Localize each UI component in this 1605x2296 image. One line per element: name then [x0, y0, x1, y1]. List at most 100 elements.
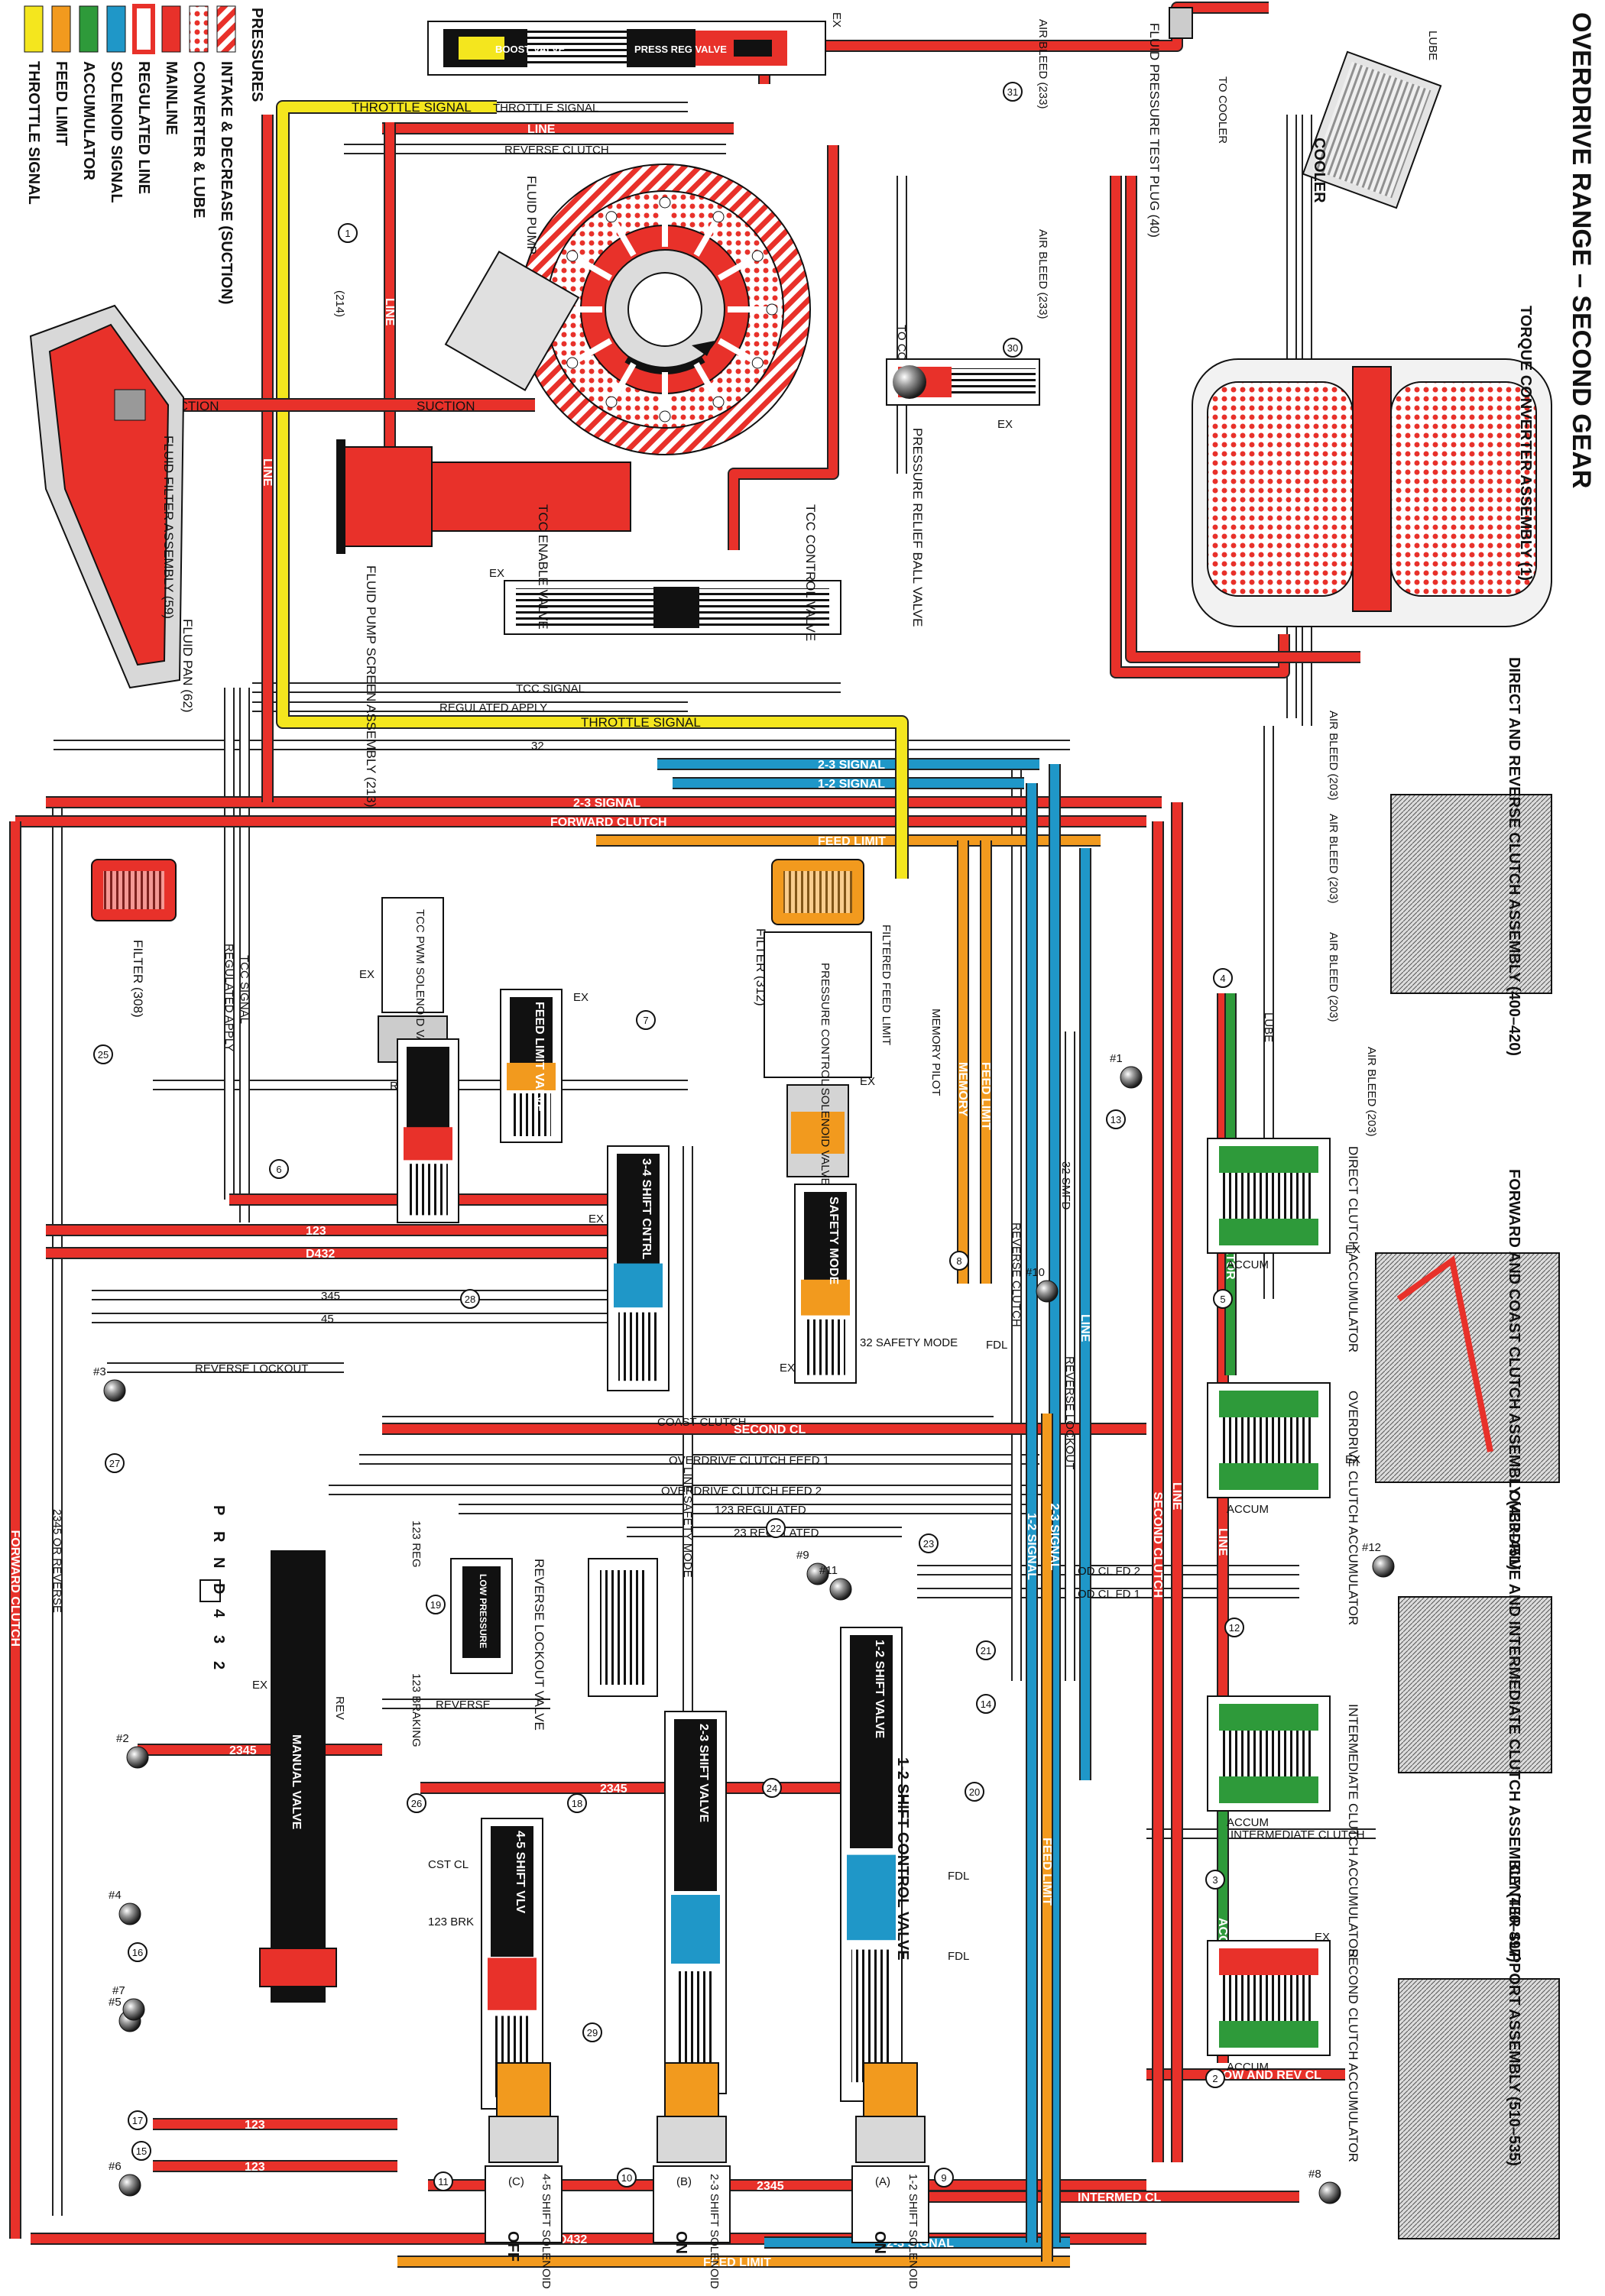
solenoid-body [653, 2165, 731, 2243]
valve-spool [674, 1719, 717, 1891]
line-label: 45 [321, 1313, 334, 1326]
accumulator-label: SECOND CLUTCH ACCUMULATOR [1346, 1948, 1360, 2162]
orifice-label: 16 [132, 1947, 143, 1958]
line-label: 345 [321, 1290, 340, 1303]
legend-label: ACCUMULATOR [80, 61, 97, 180]
orifice [934, 2168, 954, 2188]
safety-mode-valve: SAFETY MODE [794, 1184, 857, 1384]
solenoid-plunger [863, 2062, 918, 2117]
center-support-label: CENTER SUPPORT ASSEMBLY (510–535) [1506, 1864, 1522, 2166]
line-label: 123 [245, 2119, 265, 2132]
valve-spool [407, 1047, 449, 1129]
accumulators: DIRECT CLUTCH ACCUMULATORACCUMOVERDRIVE … [1207, 1138, 1360, 2162]
misc-label: EX [252, 1679, 268, 1692]
checkball-label: #9 [796, 1549, 809, 1562]
accumulator-piston [1219, 1704, 1318, 1731]
checkball [118, 2174, 141, 2197]
misc-label: EX [997, 418, 1013, 431]
accumulator-piston [1219, 1948, 1318, 1975]
valve-land [614, 1263, 663, 1308]
line-label: 123 [245, 2161, 265, 2174]
legend-swatch [106, 5, 126, 53]
orifice [460, 1289, 480, 1309]
line-label: SECOND CLUTCH [1151, 1492, 1164, 1598]
line-label: 32 [531, 740, 544, 753]
orifice-label: 2 [1212, 2073, 1218, 2084]
line-label: REVERSE CLUTCH [1010, 1222, 1023, 1327]
orifice [567, 1793, 587, 1813]
solenoid-head [657, 2116, 727, 2163]
orifice [919, 1533, 939, 1553]
misc-label: REV [333, 1696, 346, 1720]
low-pressure-valve: LOW PRESSURE [450, 1558, 513, 1674]
solenoid-head [488, 2116, 559, 2163]
vane-ring [659, 410, 671, 423]
checkball-label: #5 [109, 1996, 122, 2009]
tcc-valves: TCC ENABLE VALVE TCC CONTROL VALVE [504, 504, 841, 641]
orifice [582, 2022, 602, 2042]
legend-label: REGULATED LINE [135, 61, 152, 194]
line-label: REVERSE [436, 1699, 491, 1711]
fluid-filter-label: FLUID FILTER ASSEMBLY (59) [161, 436, 176, 619]
valve-label: SAFETY MODE [827, 1197, 840, 1285]
orifice-label: 31 [1007, 86, 1018, 98]
vane-ring [712, 211, 725, 223]
manual-position: R [210, 1531, 227, 1543]
orifice [1205, 2068, 1225, 2088]
shift-45-valve: 4-5 SHIFT VLV [481, 1818, 543, 2110]
legend-swatches [24, 4, 236, 54]
orifice [1003, 338, 1023, 358]
valve-spool [617, 1154, 660, 1264]
misc-label: AIR BLEED (203) [1327, 932, 1340, 1022]
shift-23-valve: 2-3 SHIFT VALVE [664, 1711, 727, 2094]
orifice [976, 1694, 996, 1714]
relief-valve-label: PRESSURE RELIEF BALL VALVE [910, 428, 925, 627]
pump-vane [693, 362, 721, 404]
misc-label: AIR BLEED (233) [1036, 19, 1049, 109]
pipe [1127, 176, 1360, 662]
checkball-label: #12 [1362, 1541, 1381, 1554]
shift-solenoid: 2-3 SHIFT SOLENOID VALVE N/C(B)ON [653, 2062, 731, 2296]
od-intermediate-label: OVERDRIVE AND INTERMEDIATE CLUTCH ASSEMB… [1506, 1490, 1522, 1962]
accum-label: ACCUM [1227, 1258, 1269, 1271]
line-label: 2-3 SIGNAL [1048, 1504, 1061, 1571]
orifice [617, 2168, 637, 2188]
orifice-label: 22 [770, 1523, 781, 1534]
line-label: FEED LIMIT [1040, 1838, 1053, 1906]
reverse-lockout-valve: REVERSE LOCKOUT VALVE [532, 1558, 658, 1731]
misc-label: EX [860, 1075, 875, 1088]
orifice-label: 26 [411, 1798, 422, 1809]
misc-label: AIR BLEED (203) [1327, 814, 1340, 904]
misc-label: EX [489, 567, 504, 580]
line-label: OVERDRIVE CLUTCH FEED 2 [661, 1485, 822, 1498]
vane-ring [605, 211, 618, 223]
checkball [1036, 1280, 1059, 1303]
misc-label: 123 BRK [428, 1915, 474, 1928]
line-label: OD CL FD 1 [1078, 1588, 1140, 1601]
valve-land [488, 1958, 537, 2010]
shift-12-control-label: 1-2 SHIFT CONTROL VALVE [894, 1757, 911, 1961]
pump-vane [570, 338, 612, 366]
cooler: COOLER [1302, 50, 1442, 209]
misc-label: 123 REG [410, 1520, 423, 1568]
orifice-label: 15 [136, 2145, 147, 2157]
pump-vane [570, 253, 612, 281]
orifice [766, 1518, 786, 1538]
misc-label: 32 SMFD [1059, 1161, 1072, 1210]
misc-label: TO COOLER [1216, 76, 1229, 144]
solenoid-name: 4-5 SHIFT SOLENOID VALVE N/C [540, 2174, 553, 2292]
orifice [636, 1010, 656, 1030]
orifice-label: 3 [1212, 1874, 1218, 1886]
manual-position: N [210, 1557, 227, 1568]
checkball-label: #4 [109, 1889, 122, 1902]
fluid-pump-label: FLUID PUMP [524, 176, 539, 254]
pump-vane [718, 338, 760, 366]
misc-label: AIR BLEED (233) [1036, 229, 1049, 319]
orifice-label: 7 [643, 1015, 648, 1026]
orifice-label: 1 [345, 228, 350, 239]
valve-label: 1-2 SHIFT VALVE [873, 1640, 886, 1739]
vane-ring [605, 396, 618, 408]
